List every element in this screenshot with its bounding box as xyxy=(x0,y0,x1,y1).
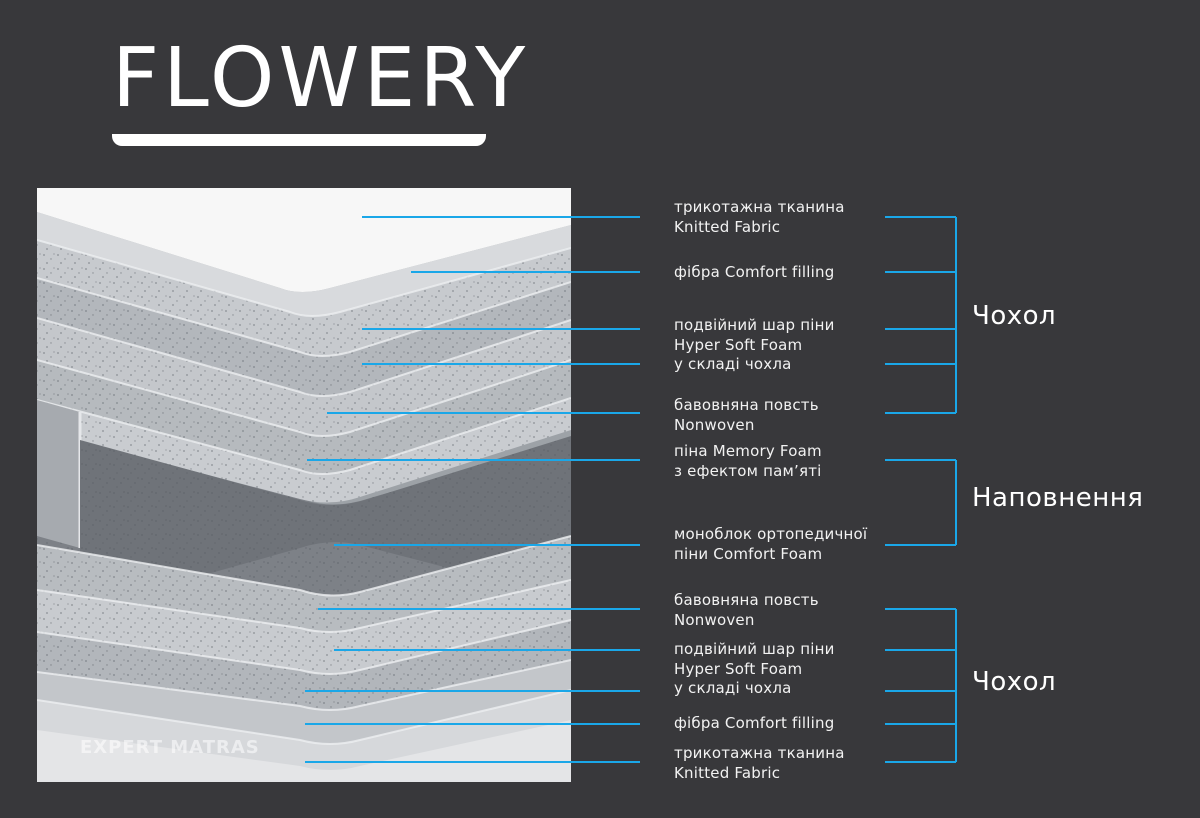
layer-label-line: моноблок ортопедичної xyxy=(674,525,868,543)
layer-label-line: у складі чохла xyxy=(674,355,792,373)
layer-label-line: піна Memory Foam xyxy=(674,442,822,460)
group-label-1: Чохол xyxy=(972,301,1057,331)
layer-label-line: трикотажна тканина xyxy=(674,198,845,216)
layer-label-line: фібра Comfort filling xyxy=(674,263,835,281)
group-label-2: Наповнення xyxy=(972,483,1144,513)
brand-underline xyxy=(112,134,486,146)
layer-label-line: трикотажна тканина xyxy=(674,744,845,762)
leader-lines xyxy=(305,216,956,763)
group-label-3: Чохол xyxy=(972,667,1057,697)
layer-label-line: подвійний шар піни xyxy=(674,640,835,658)
layer-label-line: бавовняна повсть xyxy=(674,396,819,414)
layer-label-line: піни Comfort Foam xyxy=(674,544,823,563)
watermark: EXPERT MATRAS xyxy=(80,737,260,758)
layer-label-2: фібра Comfort filling xyxy=(674,263,834,283)
layer-label-line: Nonwoven xyxy=(674,610,755,629)
layer-label-line: Knitted Fabric xyxy=(674,217,781,236)
layer-label-line: у складі чохла xyxy=(674,679,792,697)
layer-label-line: з ефектом пам’яті xyxy=(674,461,822,480)
layer-label-line: подвійний шар піни xyxy=(674,316,835,334)
layer-label-line: Hyper Soft Foam xyxy=(674,659,803,678)
layer-label-line: фібра Comfort filling xyxy=(674,714,835,732)
layer-label-line: Knitted Fabric xyxy=(674,763,781,782)
layer-label-line: бавовняна повсть xyxy=(674,591,819,609)
layer-stack xyxy=(37,188,571,782)
brand-logo: FLOWERY xyxy=(112,31,530,126)
layer-label-line: Hyper Soft Foam xyxy=(674,335,803,354)
layer-label-line: Nonwoven xyxy=(674,415,755,434)
layer-label-9: фібра Comfort filling xyxy=(674,714,834,734)
